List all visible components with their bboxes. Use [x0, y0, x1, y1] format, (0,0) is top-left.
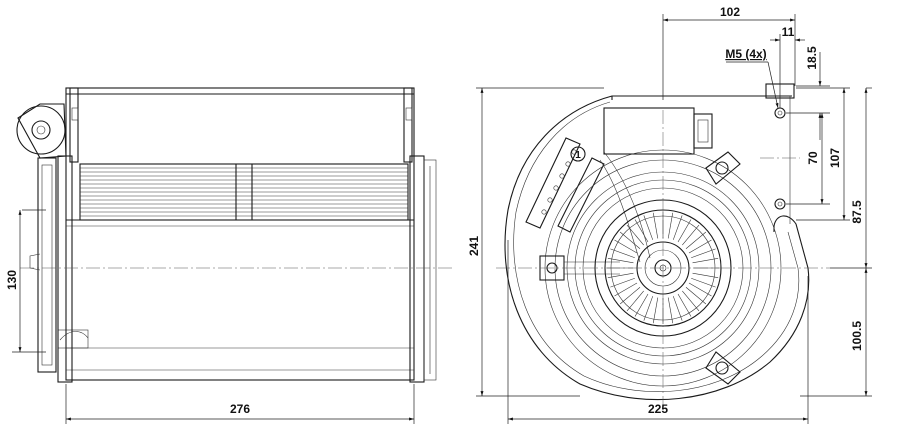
impeller-spoke	[626, 290, 644, 312]
height-241-label: 241	[467, 236, 481, 256]
side-view: 276 130	[5, 87, 452, 424]
impeller-spoke	[619, 287, 641, 305]
impeller-spoke	[643, 215, 654, 240]
hole-inset-label: 11	[782, 25, 795, 39]
terminal-screw	[553, 185, 559, 191]
dim-upper-107: 107	[796, 87, 850, 221]
width-225-label: 225	[648, 402, 668, 416]
dim-height-130: 130	[5, 209, 46, 353]
dim-outlet-102: 102	[662, 5, 796, 100]
impeller-spoke	[667, 297, 674, 324]
item-marker	[570, 146, 586, 162]
scroll-housing	[504, 95, 810, 401]
terminal-screw	[565, 161, 571, 167]
impeller-spoke	[688, 239, 712, 254]
impeller-spoke	[685, 287, 707, 305]
impeller-spoke	[677, 219, 692, 243]
height-130-label: 130	[5, 270, 19, 290]
dim-top-to-hole-18.5: 18.5	[786, 46, 830, 140]
impeller-spoke	[614, 282, 638, 297]
impeller-spoke	[610, 277, 635, 288]
outlet-offset-label: 102	[720, 5, 740, 19]
impeller-spoke	[692, 257, 719, 264]
dim-hole-inset-11: 11	[770, 25, 805, 108]
impeller-spoke	[634, 293, 649, 317]
outlet-axis-label: 87.5	[850, 200, 864, 224]
top-to-hole-label: 18.5	[805, 46, 819, 70]
impeller-spoke	[691, 248, 716, 259]
impeller-spoke	[682, 290, 700, 312]
hole-bottom	[774, 198, 786, 210]
impeller-spoke	[607, 272, 634, 279]
blower-housing-side	[57, 87, 437, 383]
terminal-screw	[559, 173, 565, 179]
mounting-holes	[774, 107, 786, 210]
impeller-spoke	[626, 224, 644, 246]
impeller-spoke	[677, 293, 692, 317]
thread-label: M5 (4x)	[725, 47, 766, 61]
impeller-spoke	[634, 219, 649, 243]
impeller-blades	[80, 167, 408, 217]
dim-width-276: 276	[65, 384, 415, 424]
dim-outlet-axis-87.5: 87.5	[830, 87, 872, 269]
impeller-spoke	[643, 296, 654, 321]
motor-bracket	[16, 103, 89, 373]
impeller-spoke	[607, 257, 634, 264]
impeller-spoke	[672, 296, 683, 321]
impeller-spoke	[691, 277, 716, 288]
dim-width-225: 225	[507, 240, 809, 424]
hole-spacing-label: 70	[806, 151, 820, 165]
impeller-spoke	[652, 297, 659, 324]
dim-hole-spacing-70: 70	[786, 113, 830, 205]
terminal-screw	[541, 209, 547, 215]
capacitor	[603, 107, 695, 155]
impeller-spoke	[685, 231, 707, 249]
width-276-label: 276	[230, 402, 250, 416]
impeller-spoke	[667, 212, 674, 239]
hole-top	[774, 107, 786, 119]
dim-axis-bottom-100.5: 100.5	[800, 268, 872, 397]
terminal-screw	[547, 197, 553, 203]
axis-bottom-label: 100.5	[850, 321, 864, 351]
impeller-spoke	[672, 215, 683, 240]
impeller-spoke	[688, 282, 712, 297]
dim-height-241: 241	[467, 87, 604, 397]
thread-callout: M5 (4x)	[725, 47, 779, 109]
impeller-spoke	[610, 248, 635, 259]
impeller-spoke	[692, 272, 719, 279]
front-view: 1	[467, 5, 872, 424]
terminal-block	[525, 137, 651, 263]
impeller-spoke	[682, 224, 700, 246]
impeller-spoke	[619, 231, 641, 249]
impeller-spoke	[614, 239, 638, 254]
item-marker-label: 1	[575, 150, 581, 161]
impeller-spoke	[652, 212, 659, 239]
upper-height-label: 107	[828, 148, 842, 168]
